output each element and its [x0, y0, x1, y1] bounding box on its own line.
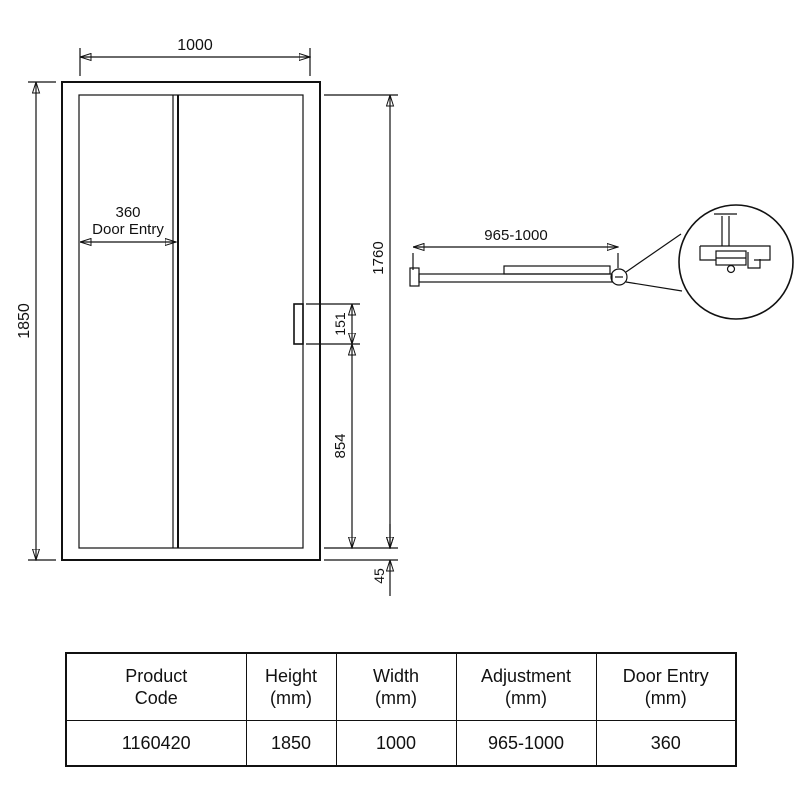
header-line: Code [134, 688, 178, 708]
col-header-adjustment: Adjustment (mm) [455, 652, 597, 721]
dim-height-label: 1850 [16, 303, 33, 339]
header-line: (mm) [644, 688, 687, 708]
col-header-width: Width (mm) [335, 652, 457, 721]
dim-width: 1000 [79, 37, 310, 76]
dim-adjustment-label: 965-1000 [484, 227, 547, 244]
header-row: Product Code Height (mm) Width (mm) Adju… [65, 652, 737, 721]
header-line: (mm) [270, 688, 312, 708]
col-header-height: Height (mm) [245, 652, 337, 721]
col-header-product-code: Product Code [65, 652, 247, 721]
roller-detail-marker [610, 268, 628, 286]
header-line: (mm) [505, 688, 547, 708]
detail-circle [678, 204, 794, 320]
detail-view [625, 204, 794, 320]
header-line: Width [372, 665, 419, 686]
door-handle [293, 303, 304, 345]
fixed-panel-plan [418, 273, 613, 283]
dim-height: 1850 [16, 81, 56, 560]
cell-product-code: 1160420 [65, 720, 247, 767]
dim-handle-to-bottom: 854 [332, 344, 352, 548]
dim-bottom-profile-label: 45 [371, 568, 387, 584]
dim-width-label: 1000 [177, 37, 213, 54]
dim-door-entry: 360 Door Entry [80, 204, 176, 242]
sliding-panel-plan [503, 265, 611, 275]
cell-width: 1000 [335, 720, 457, 767]
front-view [61, 81, 321, 561]
cell-height: 1850 [245, 720, 337, 767]
dim-handle-length: 151 [306, 303, 360, 344]
header-line: Door Entry [622, 665, 709, 686]
dim-glass-height: 1760 [324, 94, 398, 548]
header-line: Height [264, 665, 318, 686]
dim-handle-length-label: 151 [332, 312, 348, 336]
door-outer-frame [61, 81, 321, 561]
technical-drawing: 1000 1850 360 Door Entry 1760 151 854 45 [16, 37, 794, 596]
dim-glass-height-label: 1760 [370, 241, 387, 274]
cell-adjustment: 965-1000 [455, 720, 597, 767]
header-line: (mm) [375, 688, 417, 708]
col-header-door-entry: Door Entry (mm) [595, 652, 737, 721]
dim-bottom-profile: 45 [324, 524, 398, 596]
data-row: 1160420 1850 1000 965-1000 360 [65, 720, 737, 767]
dim-handle-to-bottom-label: 854 [332, 433, 349, 458]
dim-door-entry-value: 360 [115, 204, 140, 221]
detail-profile-drawing [699, 213, 771, 274]
detail-leader-line [625, 281, 683, 292]
cell-door-entry: 360 [595, 720, 737, 767]
top-view: 965-1000 [409, 227, 628, 287]
spec-table: Product Code Height (mm) Width (mm) Adju… [65, 652, 737, 767]
dim-door-entry-caption: Door Entry [92, 221, 164, 238]
header-line: Product [125, 665, 188, 686]
header-line: Adjustment [480, 665, 572, 686]
door-inner-frame [78, 94, 304, 549]
wall-profile [409, 267, 420, 287]
detail-leader-line [625, 233, 682, 273]
